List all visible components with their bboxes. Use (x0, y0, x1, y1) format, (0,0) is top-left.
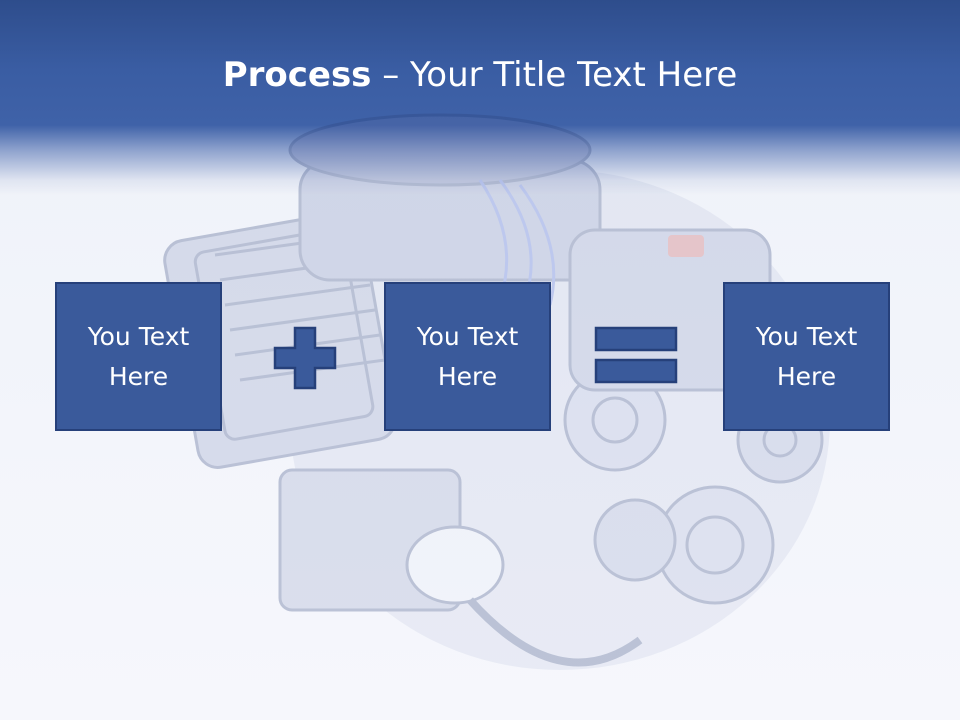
text-box-3-label: You Text Here (755, 321, 858, 391)
slide-title: Process – Your Title Text Here (0, 52, 960, 98)
text-box-2: You Text Here (384, 282, 551, 431)
equals-icon (594, 326, 678, 384)
title-bold: Process (222, 55, 372, 95)
text-box-3: You Text Here (723, 282, 890, 431)
title-rest: – Your Title Text Here (371, 55, 738, 95)
text-box-1: You Text Here (55, 282, 222, 431)
header-band (0, 0, 960, 195)
text-box-1-label: You Text Here (87, 321, 190, 391)
text-box-2-label: You Text Here (416, 321, 519, 391)
plus-icon (273, 326, 337, 390)
